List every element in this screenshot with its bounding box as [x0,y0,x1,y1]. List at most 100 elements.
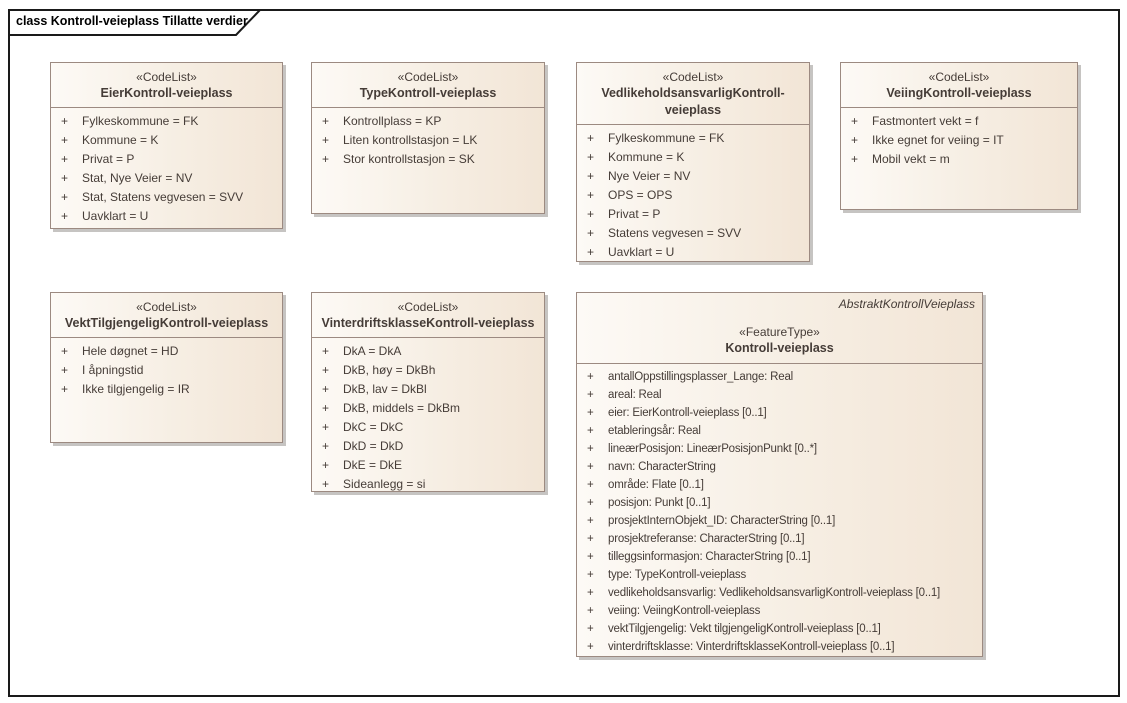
stereotype-label: «FeatureType» [739,325,820,339]
visibility-plus: + [61,344,69,358]
attribute-label: Fastmontert vekt = f [872,114,979,128]
attribute-row: +lineærPosisjon: LineærPosisjonPunkt [0.… [577,440,980,458]
stereotype-label: «CodeList» [397,70,459,84]
diagram-frame-tab: class Kontroll-veieplass Tillatte verdie… [8,9,264,36]
visibility-plus: + [587,389,594,401]
featuretype-box-kontroll-veieplass[interactable]: AbstraktKontrollVeieplass «FeatureType» … [576,292,983,657]
attribute-label: eier: EierKontroll-veieplass [0..1] [608,407,767,419]
attribute-label: Stat, Nye Veier = NV [82,171,193,185]
attribute-row: +vektTilgjengelig: Vekt tilgjengeligKont… [577,620,980,638]
codelist-box-veiingkontroll-veieplass[interactable]: «CodeList» VeiingKontroll-veieplass +Fas… [840,62,1078,210]
visibility-plus: + [322,152,330,166]
visibility-plus: + [851,114,859,128]
attribute-row: + prosjektreferanse: CharacterString [0..… [577,530,980,548]
box-header: «CodeList» VedlikeholdsansvarligKontroll… [577,63,809,125]
attribute-row: + DkC = DkC [312,418,542,437]
attribute-row: +etableringsår: Real [577,422,980,440]
box-name: EierKontroll-veieplass [100,86,233,100]
visibility-plus: + [61,152,69,166]
attribute-label: Privat = P [608,207,661,221]
attribute-row: +Stat, Nye Veier = NV [51,169,280,188]
attribute-row: +antallOppstillingsplasser_Lange: Real [577,368,980,386]
attribute-row: +DkB, høy = DkBh [312,361,542,380]
box-body: +Fylkeskommune = FK+Kommune = K+Nye Veie… [577,125,809,262]
attribute-row: +Nye Veier = NV [577,167,807,186]
box-body: +antallOppstillingsplasser_Lange: Real+a… [577,364,982,656]
visibility-plus: + [322,420,330,434]
visibility-plus: + [61,114,69,128]
attribute-row: +DkD = DkD [312,437,542,456]
box-header: «FeatureType» Kontroll-veieplass [577,324,982,364]
attribute-label: område: Flate [0..1] [608,479,704,491]
codelist-box-eierkontroll-veieplass[interactable]: «CodeList» EierKontroll-veieplass +Fylke… [50,62,283,229]
attribute-row: +DkB, lav = DkBl [312,380,542,399]
attribute-label: Ikke tilgjengelig = IR [82,382,190,396]
visibility-plus: + [587,207,595,221]
attribute-label: DkB, middels = DkBm [343,401,461,415]
visibility-plus: + [587,641,594,653]
attribute-label: areal: Real [608,389,662,401]
attribute-row: + posisjon: Punkt [0..1] [577,494,980,512]
attribute-row: +område: Flate [0..1] [577,476,980,494]
attribute-row: + eier: EierKontroll-veieplass [0..1] [577,404,980,422]
codelist-box-vedlikeholdsansvarligkontroll-veieplass[interactable]: «CodeList» VedlikeholdsansvarligKontroll… [576,62,810,262]
stereotype-label: «CodeList» [662,70,724,84]
attribute-row: +tilleggsinformasjon: CharacterString [0… [577,548,980,566]
visibility-plus: + [587,605,594,617]
visibility-plus: + [322,477,330,491]
attribute-label: DkC = DkC [343,420,404,434]
box-body: +DkA = DkA+DkB, høy = DkBh+DkB, lav = Dk… [312,338,544,494]
attribute-row: + areal: Real [577,386,980,404]
attribute-label: vinterdriftsklasse: VinterdriftsklasseKo… [608,641,895,653]
visibility-plus: + [587,533,594,545]
attribute-label: Ikke egnet for veiing = IT [872,133,1004,147]
attribute-row: +DkA = DkA [312,342,542,361]
attribute-label: Uavklart = U [608,245,675,259]
visibility-plus: + [587,551,594,563]
diagram-title: class Kontroll-veieplass Tillatte verdie… [16,14,248,28]
attribute-row: +Sideanlegg = si [312,475,542,494]
attribute-row: + Ikke egnet for veiing = IT [841,131,1075,150]
attribute-label: Uavklart = U [82,209,149,223]
attribute-label: posisjon: Punkt [0..1] [608,497,711,509]
attribute-label: Kommune = K [82,133,159,147]
attribute-row: + vinterdriftsklasse: VinterdriftsklasseK… [577,638,980,656]
stereotype-label: «CodeList» [928,70,990,84]
box-header: «CodeList» TypeKontroll-veieplass [312,63,544,108]
stereotype-label: «CodeList» [136,300,197,314]
visibility-plus: + [587,497,594,509]
visibility-plus: + [587,245,595,259]
box-name: VinterdriftsklasseKontroll-veieplass [321,316,535,330]
attribute-row: +Kommune = K [577,148,807,167]
box-name: VektTilgjengeligKontroll-veieplass [64,316,269,330]
attribute-label: OPS = OPS [608,188,673,202]
attribute-label: prosjektreferanse: CharacterString [0..1… [608,533,805,545]
attribute-row: + Hele døgnet = HD [51,342,280,361]
codelist-box-typekontroll-veieplass[interactable]: «CodeList» TypeKontroll-veieplass + Kontr… [311,62,545,214]
attribute-label: Privat = P [82,152,135,166]
attribute-label: antallOppstillingsplasser_Lange: Real [608,371,794,383]
codelist-box-vekttilgjengeligkontroll-veieplass[interactable]: «CodeList» VektTilgjengeligKontroll-veie… [50,292,283,443]
visibility-plus: + [587,407,594,419]
attribute-label: Hele døgnet = HD [82,344,179,358]
box-header: «CodeList» VektTilgjengeligKontroll-veie… [51,293,282,338]
attribute-label: vedlikeholdsansvarlig: Vedlikeholdsansva… [608,587,941,599]
visibility-plus: + [587,188,595,202]
codelist-box-vinterdriftsklassekontroll-veieplass[interactable]: «CodeList» VinterdriftsklasseKontroll-ve… [311,292,545,492]
visibility-plus: + [851,133,859,147]
visibility-plus: + [587,226,595,240]
attribute-row: +Statens vegvesen = SVV [577,224,807,243]
visibility-plus: + [587,443,594,455]
attribute-row: +Fylkeskommune = FK [51,112,280,131]
attribute-row: +Stat, Statens vegvesen = SVV [51,188,280,207]
attribute-label: Kontrollplass = KP [343,114,442,128]
visibility-plus: + [587,461,594,473]
visibility-plus: + [322,458,330,472]
attribute-label: prosjektInternObjekt_ID: CharacterString… [608,515,836,527]
visibility-plus: + [61,382,69,396]
visibility-plus: + [587,515,594,527]
visibility-plus: + [851,152,859,166]
visibility-plus: + [322,133,330,147]
visibility-plus: + [587,587,594,599]
attribute-row: + OPS = OPS [577,186,807,205]
